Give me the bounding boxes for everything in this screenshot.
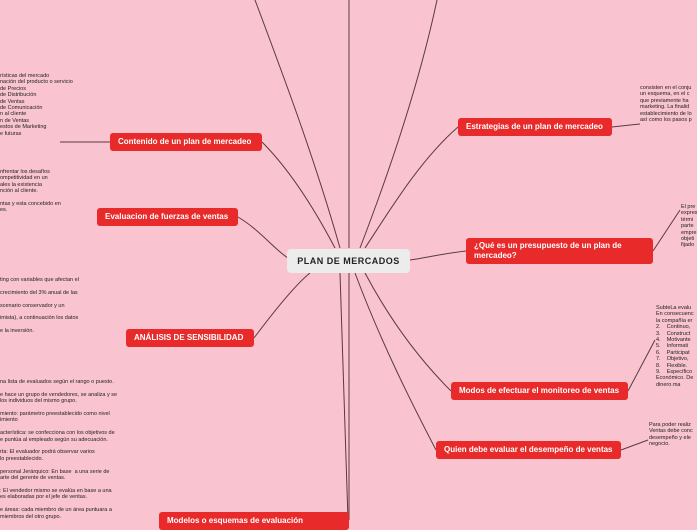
connector-note-monitoreo xyxy=(627,339,656,392)
connector-contenido xyxy=(261,141,336,249)
connector-monitoreo xyxy=(364,272,452,392)
node-label: Quien debe evaluar el desempeño de venta… xyxy=(444,445,613,454)
node-modos-monitoreo[interactable]: Modos de efectuar el monitoreo de ventas xyxy=(451,382,628,400)
note-sensibilidad: ting con variables que afectan el crecim… xyxy=(0,277,79,335)
node-label: ANÁLISIS DE SENSIBILIDAD xyxy=(134,333,244,342)
center-topic-label: PLAN DE MERCADOS xyxy=(297,256,400,266)
connector-estrategias xyxy=(364,126,459,249)
note-contenido: rísticas del mercado nación del producto… xyxy=(0,73,73,137)
node-label: Estrategias de un plan de mercadeo xyxy=(466,122,603,131)
node-modelos-evaluacion[interactable]: Modelos o esquemas de evaluación xyxy=(159,512,349,530)
node-estrategias-plan[interactable]: Estrategias de un plan de mercadeo xyxy=(458,118,612,136)
note-modelos: na lista de evaluados según el rango o p… xyxy=(0,379,118,520)
note-quien: Para poder realiz Ventas debe conc desem… xyxy=(649,422,693,448)
node-analisis-sensibilidad[interactable]: ANÁLISIS DE SENSIBILIDAD xyxy=(126,329,254,347)
node-evaluacion-fuerzas[interactable]: Evaluacion de fuerzas de ventas xyxy=(97,208,238,226)
connector-modelos xyxy=(339,272,349,520)
node-contenido-plan[interactable]: Contenido de un plan de mercadeo xyxy=(110,133,262,151)
note-presupuesto: El pre expres térmi parte empre objeti f… xyxy=(681,204,697,249)
connector-quien xyxy=(354,272,437,451)
connector-top-right xyxy=(359,0,438,249)
note-estrategias: consisten en el conju un esquema, en el … xyxy=(640,85,692,124)
connector-note-quien xyxy=(620,439,649,451)
node-que-es-presupuesto[interactable]: ¿Qué es un presupuesto de un plan de mer… xyxy=(466,238,653,264)
node-label: Contenido de un plan de mercadeo xyxy=(118,137,252,146)
connector-top-left xyxy=(254,0,341,249)
node-label: Modos de efectuar el monitoreo de ventas xyxy=(459,386,620,395)
connector-presupuesto xyxy=(409,250,467,261)
node-label: Modelos o esquemas de evaluación xyxy=(167,516,304,525)
node-label: Evaluacion de fuerzas de ventas xyxy=(105,212,229,221)
center-topic[interactable]: PLAN DE MERCADOS xyxy=(287,249,410,273)
connector-fuerzas xyxy=(237,216,289,259)
node-quien-evalua[interactable]: Quien debe evaluar el desempeño de venta… xyxy=(436,441,621,459)
connector-note-estrategias xyxy=(611,123,641,128)
connector-note-presupuesto xyxy=(652,209,681,252)
connector-sensibilidad xyxy=(253,272,311,339)
note-monitoreo: SubteLa evalu En consecuenc la compañía … xyxy=(656,305,694,388)
node-label: ¿Qué es un presupuesto de un plan de mer… xyxy=(474,241,622,260)
note-fuerzas: nfrentar los desafíos ompetitividad en u… xyxy=(0,169,61,214)
